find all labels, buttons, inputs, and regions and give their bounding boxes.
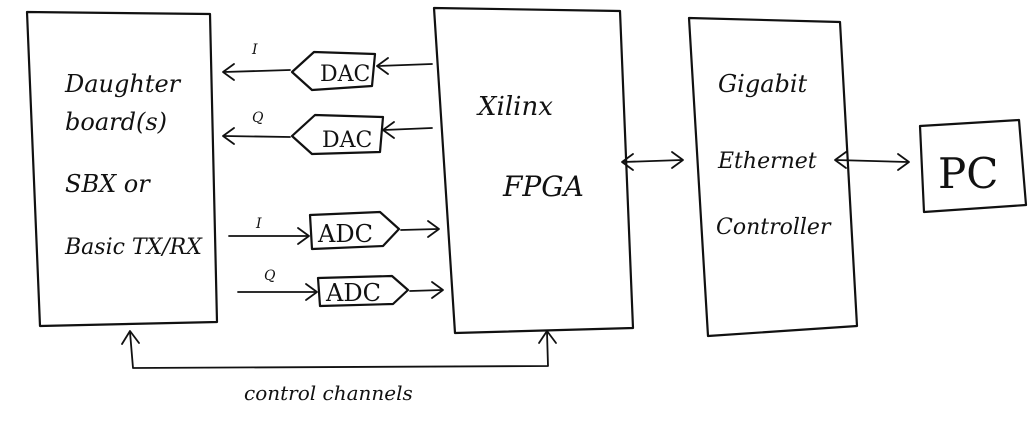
daughter-board-block: Daughter board(s) SBX or Basic TX/RX <box>25 10 219 328</box>
dac-bottom-label: DAC <box>322 128 372 153</box>
ethernet-label-2: Ethernet <box>717 149 817 174</box>
daughter-to-adc-top-arrowhead <box>297 227 310 245</box>
dac-top-signal-label: I <box>251 42 258 58</box>
fpga-to-dac-bottom-line <box>383 127 433 131</box>
adc-top-signal-label: I <box>255 216 262 232</box>
dac-top: DAC I <box>222 42 433 92</box>
dac-bottom-signal-label: Q <box>252 110 264 126</box>
dac-bottom-to-daughter-arrowhead <box>222 127 235 145</box>
ethernet-label-3: Controller <box>716 215 832 240</box>
fpga-ethernet-link <box>621 151 684 171</box>
fpga-to-dac-top-line <box>377 63 433 67</box>
ethernet-label-1: Gigabit <box>718 70 808 98</box>
dac-top-label: DAC <box>320 62 370 87</box>
fpga-label-1: Xilinx <box>476 92 553 122</box>
adc-top-to-fpga-arrowhead <box>427 220 440 238</box>
daughter-board-label-1: Daughter <box>64 70 182 98</box>
adc-bottom: ADC Q <box>237 268 444 308</box>
fpga-label-2: FPGA <box>502 170 584 203</box>
adc-top-label: ADC <box>317 220 373 248</box>
fpga-block: Xilinx FPGA <box>432 6 635 335</box>
control-channels-link: control channels <box>121 330 557 405</box>
daughter-board-label-4: Basic TX/RX <box>64 235 203 260</box>
ethernet-block: Gigabit Ethernet Controller <box>687 16 859 338</box>
adc-top: ADC I <box>228 210 440 251</box>
adc-bottom-signal-label: Q <box>264 268 276 284</box>
ethernet-pc-link <box>834 151 910 171</box>
daughter-to-adc-bottom-arrowhead <box>305 283 318 301</box>
pc-label: PC <box>938 149 998 198</box>
adc-bottom-to-fpga-arrowhead <box>431 281 444 299</box>
dac-top-to-daughter-arrowhead <box>222 63 235 81</box>
fpga-to-dac-bottom-arrowhead <box>382 121 395 139</box>
control-channels-label: control channels <box>244 381 413 405</box>
fpga-to-dac-top-arrowhead <box>376 57 389 75</box>
dac-top-to-daughter-line <box>223 69 291 73</box>
adc-top-to-fpga-line <box>400 228 439 231</box>
daughter-board-label-3: SBX or <box>65 170 151 198</box>
adc-bottom-to-fpga-line <box>409 289 443 292</box>
adc-bottom-label: ADC <box>325 279 381 307</box>
daughter-board-label-2: board(s) <box>65 108 167 136</box>
pc-block: PC <box>918 118 1028 214</box>
dac-bottom-to-daughter-line <box>223 135 291 138</box>
dac-bottom: DAC Q <box>222 110 433 156</box>
